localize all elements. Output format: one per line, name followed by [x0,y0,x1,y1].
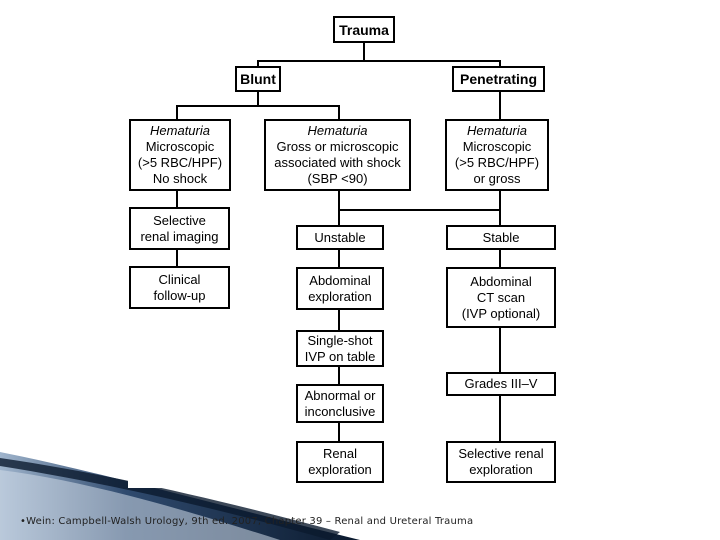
connector [499,327,501,372]
node-line: Microscopic [462,139,532,154]
unstable-node: Unstable [296,225,384,250]
connector [338,423,340,441]
flowchart-panel: Trauma Blunt Penetrating Hematuria Micro… [128,10,558,488]
node-line: exploration [469,462,533,477]
connector [338,310,340,330]
hematuria-penetrating-node: Hematuria Microscopic (>5 RBC/HPF) or gr… [445,119,549,191]
grades-label: Grades III–V [464,376,538,391]
node-line: exploration [308,288,372,304]
node-line: Abnormal or [304,387,376,403]
node-line: Microscopic [145,139,215,154]
node-line: CT scan [476,289,526,305]
node-line: Single-shot [307,332,373,348]
connector [499,60,501,68]
connector [338,209,501,211]
node-line: (SBP <90) [307,171,368,186]
connector [499,249,501,267]
node-line: (>5 RBC/HPF) [454,155,540,170]
node-line: associated with shock [274,155,401,170]
node-line: exploration [308,462,372,477]
selective-renal-exploration-node: Selective renal exploration [446,441,556,483]
citation-footer: •Wein: Campbell-Walsh Urology, 9th ed. 2… [20,516,474,527]
stable-node: Stable [446,225,556,250]
selective-renal-imaging-node: Selective renal imaging [129,207,230,250]
node-line: Selective renal [458,446,544,461]
hematuria-shock-node: Hematuria Gross or microscopic associate… [264,119,411,191]
node-line: renal imaging [140,228,219,244]
trauma-node: Trauma [333,16,395,43]
node-line: follow-up [153,287,206,303]
node-line: Renal [323,446,357,461]
blunt-label: Blunt [240,71,276,87]
node-line: Clinical [158,271,201,287]
hematuria-title: Hematuria [150,123,210,138]
connector [176,105,340,107]
stable-label: Stable [482,229,520,245]
node-line: or gross [473,171,521,186]
connector [176,191,178,207]
connector [499,395,501,441]
connector [363,43,365,61]
grades-node: Grades III–V [446,372,556,396]
connector [257,60,259,68]
node-line: Abdominal [309,272,371,288]
node-line: (>5 RBC/HPF) [137,155,223,170]
node-line: Gross or microscopic [276,139,399,154]
hematuria-title: Hematuria [467,123,527,138]
connector [338,191,340,226]
node-line: IVP on table [304,348,376,364]
penetrating-node: Penetrating [452,66,545,92]
connector [499,191,501,226]
renal-exploration-node: Renal exploration [296,441,384,483]
unstable-label: Unstable [314,229,366,245]
connector [499,92,501,120]
abdominal-ct-node: Abdominal CT scan (IVP optional) [446,267,556,328]
hematuria-microscopic-node: Hematuria Microscopic (>5 RBC/HPF) No sh… [129,119,231,191]
clinical-follow-up-node: Clinical follow-up [129,266,230,309]
node-line: Abdominal [470,273,532,289]
node-line: No shock [152,171,208,186]
hematuria-title: Hematuria [307,123,368,138]
trauma-label: Trauma [339,21,389,38]
single-shot-ivp-node: Single-shot IVP on table [296,330,384,367]
abdominal-exploration-node: Abdominal exploration [296,267,384,310]
abnormal-inconclusive-node: Abnormal or inconclusive [296,384,384,423]
connector [257,60,501,62]
connector [176,105,178,120]
penetrating-label: Penetrating [459,71,537,87]
node-line: inconclusive [304,403,376,419]
connector [257,92,259,106]
blunt-node: Blunt [235,66,281,92]
connector [338,366,340,384]
connector [176,250,178,266]
connector [338,105,340,120]
connector [338,249,340,267]
node-line: Selective [153,212,206,228]
node-line: (IVP optional) [461,305,541,321]
